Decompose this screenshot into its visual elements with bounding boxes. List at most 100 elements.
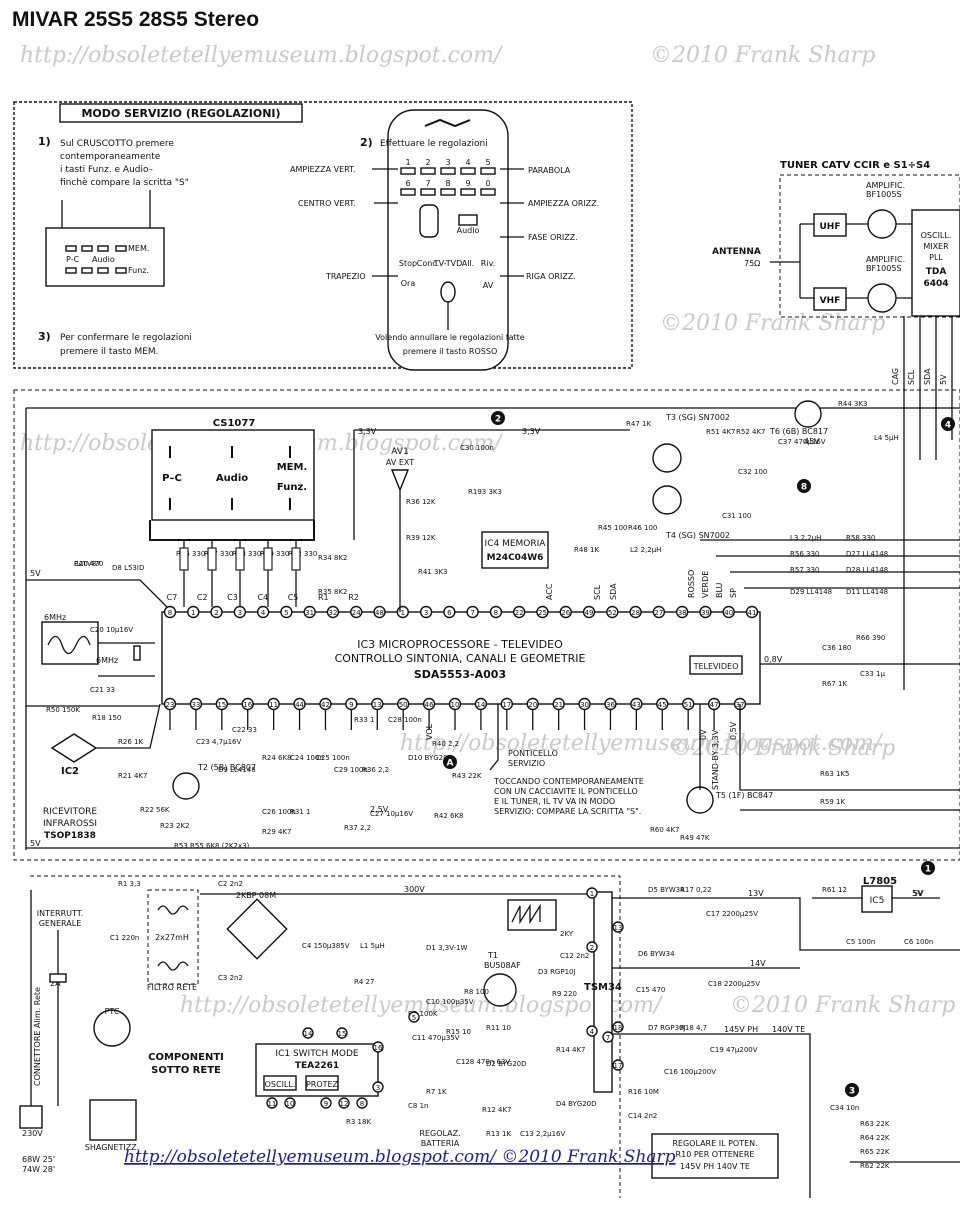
ic3-pin xyxy=(303,605,316,619)
part-ref: C36 180 xyxy=(822,644,851,652)
watermark-layer: http://obsoletetellyemuseum.blogspot.com… xyxy=(20,43,955,1018)
rail-33v-mid: 3,3V xyxy=(522,427,541,436)
part-ref: C4 150μ385V xyxy=(302,942,350,950)
part-ref: R52 4K7 xyxy=(736,428,766,436)
power-28: 74W 28' xyxy=(22,1165,55,1174)
vhf-label: VHF xyxy=(820,296,841,306)
part-ref: R9 220 xyxy=(552,990,577,998)
ic3-pin xyxy=(215,697,229,711)
ic3-pin xyxy=(629,605,642,619)
service-mode-box: MODO SERVIZIO (REGOLAZIONI) 1) Sul CRUSC… xyxy=(13,101,633,371)
ic3-pin xyxy=(582,605,596,619)
reference-badge xyxy=(491,411,505,425)
ic3-pin xyxy=(422,697,436,711)
ic3-pin-number: 45 xyxy=(658,701,667,709)
ic3-pin-number: 5 xyxy=(284,609,288,617)
ic3-pin-number: 31 xyxy=(305,609,314,617)
ic3-pin xyxy=(210,605,223,619)
part-ref: C32 100 xyxy=(738,468,767,476)
ic3-pin-number: 11 xyxy=(269,701,278,709)
ic3-pin xyxy=(371,697,384,711)
ic3-pin xyxy=(256,605,270,619)
watermark-credit-2: ©2010 Frank Sharp xyxy=(660,311,885,336)
reference-badge-label: 3 xyxy=(849,1087,855,1097)
ic3-pin-number: 47 xyxy=(710,701,719,709)
part-ref: C26 100n xyxy=(262,808,296,816)
filter-value: 2x27mH xyxy=(155,933,189,942)
fuse-rating: 2A xyxy=(50,979,61,988)
ic3-pin xyxy=(326,605,340,619)
reference-badge xyxy=(941,417,955,431)
ic3-pin-number: 26 xyxy=(561,609,570,617)
ic3-pin-number: 44 xyxy=(295,701,304,709)
part-ref: C37 470μ16V xyxy=(778,438,826,446)
adjust-note-box xyxy=(651,1133,779,1179)
transistor-t5 xyxy=(686,786,714,814)
ic3-pin xyxy=(675,605,689,619)
antenna-label: ANTENNA xyxy=(712,247,761,257)
ic3-pin-number: 41 xyxy=(748,609,757,617)
panel-label-audio: Audio xyxy=(92,255,115,264)
ic-pin xyxy=(336,1027,348,1039)
fuse xyxy=(49,973,67,983)
adjust-parabola: PARABOLA xyxy=(528,166,571,175)
ic-pin-number: 16 xyxy=(374,1044,383,1052)
part-ref: C28 100n xyxy=(388,716,422,724)
ic3-pin-number: 9 xyxy=(349,701,353,709)
rail-5v-bottom: 5V xyxy=(30,839,41,848)
step2-text: Effettuare le regolazioni xyxy=(380,139,488,149)
voltage-label: 0,8V xyxy=(764,655,783,664)
part-ref: R59 1K xyxy=(820,798,845,806)
ic-pin-number: 5 xyxy=(412,1014,416,1022)
service-heading: MODO SERVIZIO (REGOLAZIONI) xyxy=(81,107,280,120)
amp-label-2: AMPLIFIC. xyxy=(866,255,905,264)
footer-url[interactable]: http://obsoletetellyemuseum.blogspot.com… xyxy=(124,1147,676,1167)
part-ref: R56 330 xyxy=(790,550,819,558)
part-ref: D5 BYW34 xyxy=(648,886,685,894)
step1-number: 1) xyxy=(38,135,51,148)
part-ref: R53 R55 6K8 (2K2x3) xyxy=(174,842,250,850)
mixer-line: MIXER xyxy=(923,242,949,251)
tuner-pin-5v: 5V xyxy=(939,374,948,385)
part-ref: R26 1K xyxy=(118,738,143,746)
reference-badge xyxy=(797,479,811,493)
key-funz: Funz. xyxy=(277,482,307,493)
transistor-t3 xyxy=(652,443,682,473)
part-ref: D7 RGP30J xyxy=(648,1024,686,1032)
service-note-4: SERVIZIO: COMPARE LA SCRITTA "S". xyxy=(494,807,641,816)
amp-type-2: BF1005S xyxy=(866,264,902,273)
tuner-pin-cag: CAG xyxy=(891,368,900,385)
ic3-pin-number: 1 xyxy=(191,609,195,617)
remote-key: 2 xyxy=(425,158,430,167)
part-ref: R34 8K2 xyxy=(318,554,348,562)
part-ref: R21 4K7 xyxy=(118,772,148,780)
watermark-credit-3: ©2010 Frank Sharp xyxy=(670,736,895,761)
tuner-title: TUNER CATV CCIR e S1÷S4 xyxy=(780,160,930,171)
ic3-pin-number: 50 xyxy=(399,701,408,709)
ic3-pin-number: 10 xyxy=(451,701,460,709)
part-ref: R41 3K3 xyxy=(418,568,448,576)
ic3-pin xyxy=(630,697,643,711)
remote-all-key: All. xyxy=(462,259,474,268)
part-ref: R63 1K5 xyxy=(820,770,850,778)
ic3-pin-number: 42 xyxy=(321,701,330,709)
remote-key: 9 xyxy=(465,179,470,188)
part-ref: L4 5μH xyxy=(874,434,899,442)
part-ref: D3 RGP10J xyxy=(538,968,576,976)
voltage-label: 2,5V xyxy=(370,805,389,814)
ic3-pin xyxy=(466,605,479,619)
part-ref: R35 8K2 xyxy=(318,588,348,596)
part-ref: R67 1K xyxy=(822,680,847,688)
ic-pin-number: 9 xyxy=(324,1100,328,1108)
part-ref: D9 LL4148 xyxy=(218,766,256,774)
part-ref: R17 0,22 xyxy=(680,886,712,894)
reference-badge xyxy=(443,755,457,769)
t2-label: T2 (5B) BC807 xyxy=(197,763,256,772)
part-ref: R49 47K xyxy=(680,834,710,842)
ic3-pin-label: C3 xyxy=(227,593,238,602)
signal-label: VOL xyxy=(425,723,434,740)
part-ref: C31 100 xyxy=(722,512,751,520)
part-ref: C16 100μ200V xyxy=(664,1068,716,1076)
regolaz-2: BATTERIA xyxy=(421,1139,460,1148)
